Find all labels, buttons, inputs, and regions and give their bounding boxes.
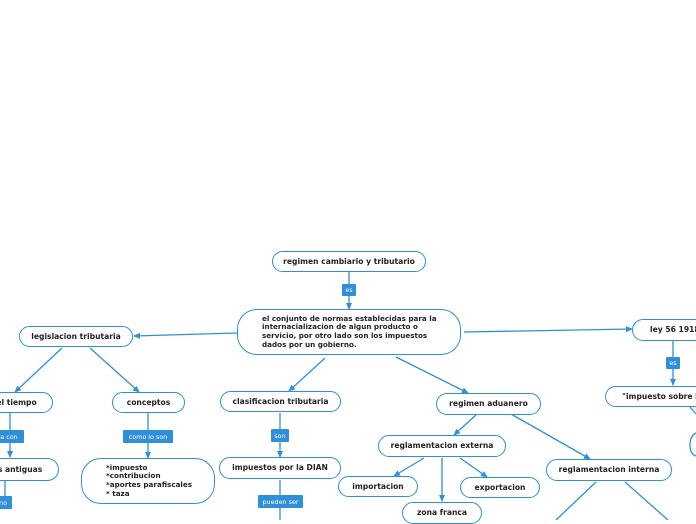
clasificacion-node[interactable]: clasificacion tributaria — [220, 391, 341, 412]
connector-legislacion-tiempo — [14, 347, 63, 393]
connector-definition-aduanero — [395, 356, 469, 394]
connector-aduanero-interna — [510, 413, 591, 460]
conceptos-node[interactable]: conceptos — [112, 392, 185, 413]
connector-externa-importacion — [393, 457, 425, 477]
externa-node[interactable]: reglamentacion externa — [378, 435, 506, 457]
label-pueden-ser: pueden ser — [258, 495, 303, 508]
aduanero-node[interactable]: regimen aduanero — [436, 393, 541, 415]
antiguas-node[interactable]: es antiguas — [0, 458, 59, 481]
ley-node[interactable]: ley 56 1918 — [632, 319, 696, 341]
concept-item: *impuesto — [106, 462, 148, 472]
connector-aduanero-externa — [453, 414, 477, 436]
connector-interna-right — [624, 481, 669, 520]
concept-item: *aportes parafiscales — [106, 480, 193, 489]
legislacion-node[interactable]: legislacion tributaria — [19, 326, 133, 347]
zona-franca-node[interactable]: zona franca — [402, 502, 482, 524]
connector-legislacion-conceptos — [89, 347, 140, 393]
root-node[interactable]: regimen cambiario y tributario — [272, 251, 426, 272]
conceptos-list: *impuesto *contribucion *aportes parafis… — [106, 462, 193, 499]
exportacion-node[interactable]: exportacion — [460, 477, 540, 498]
importacion-node[interactable]: importacion — [338, 476, 418, 497]
label-es-root: es — [342, 284, 356, 296]
label-son: son — [271, 429, 289, 442]
definition-text: el conjunto de normas establecidas para … — [262, 313, 437, 349]
connector-definition-ley — [463, 326, 633, 333]
connector-definition-clasificacion — [288, 357, 326, 392]
connector-impuesto-down — [689, 406, 696, 415]
interna-node[interactable]: reglamentacion interna — [546, 459, 672, 481]
label-es-ley: es — [666, 357, 680, 369]
dian-node[interactable]: impuestos por la DIAN — [219, 457, 341, 479]
label-como-lo-son: como lo son — [123, 430, 173, 443]
impuesto-sobre-node[interactable]: "impuesto sobre la — [605, 386, 696, 407]
definition-node[interactable]: el conjunto de normas establecidas para … — [237, 309, 461, 355]
concept-item: *contribucion — [106, 471, 161, 481]
concept-item: * taza — [106, 488, 130, 498]
connector-interna-left — [555, 481, 597, 520]
tiempo-node[interactable]: el tiempo — [0, 392, 53, 413]
conceptos-list-node[interactable]: *impuesto *contribucion *aportes parafis… — [81, 458, 215, 504]
label-no: no — [0, 496, 12, 509]
partial-node-edge — [689, 432, 696, 457]
label-a-con: a con — [0, 430, 24, 443]
connector-externa-exportacion — [459, 457, 488, 478]
connector-definition-legislacion — [133, 332, 238, 339]
